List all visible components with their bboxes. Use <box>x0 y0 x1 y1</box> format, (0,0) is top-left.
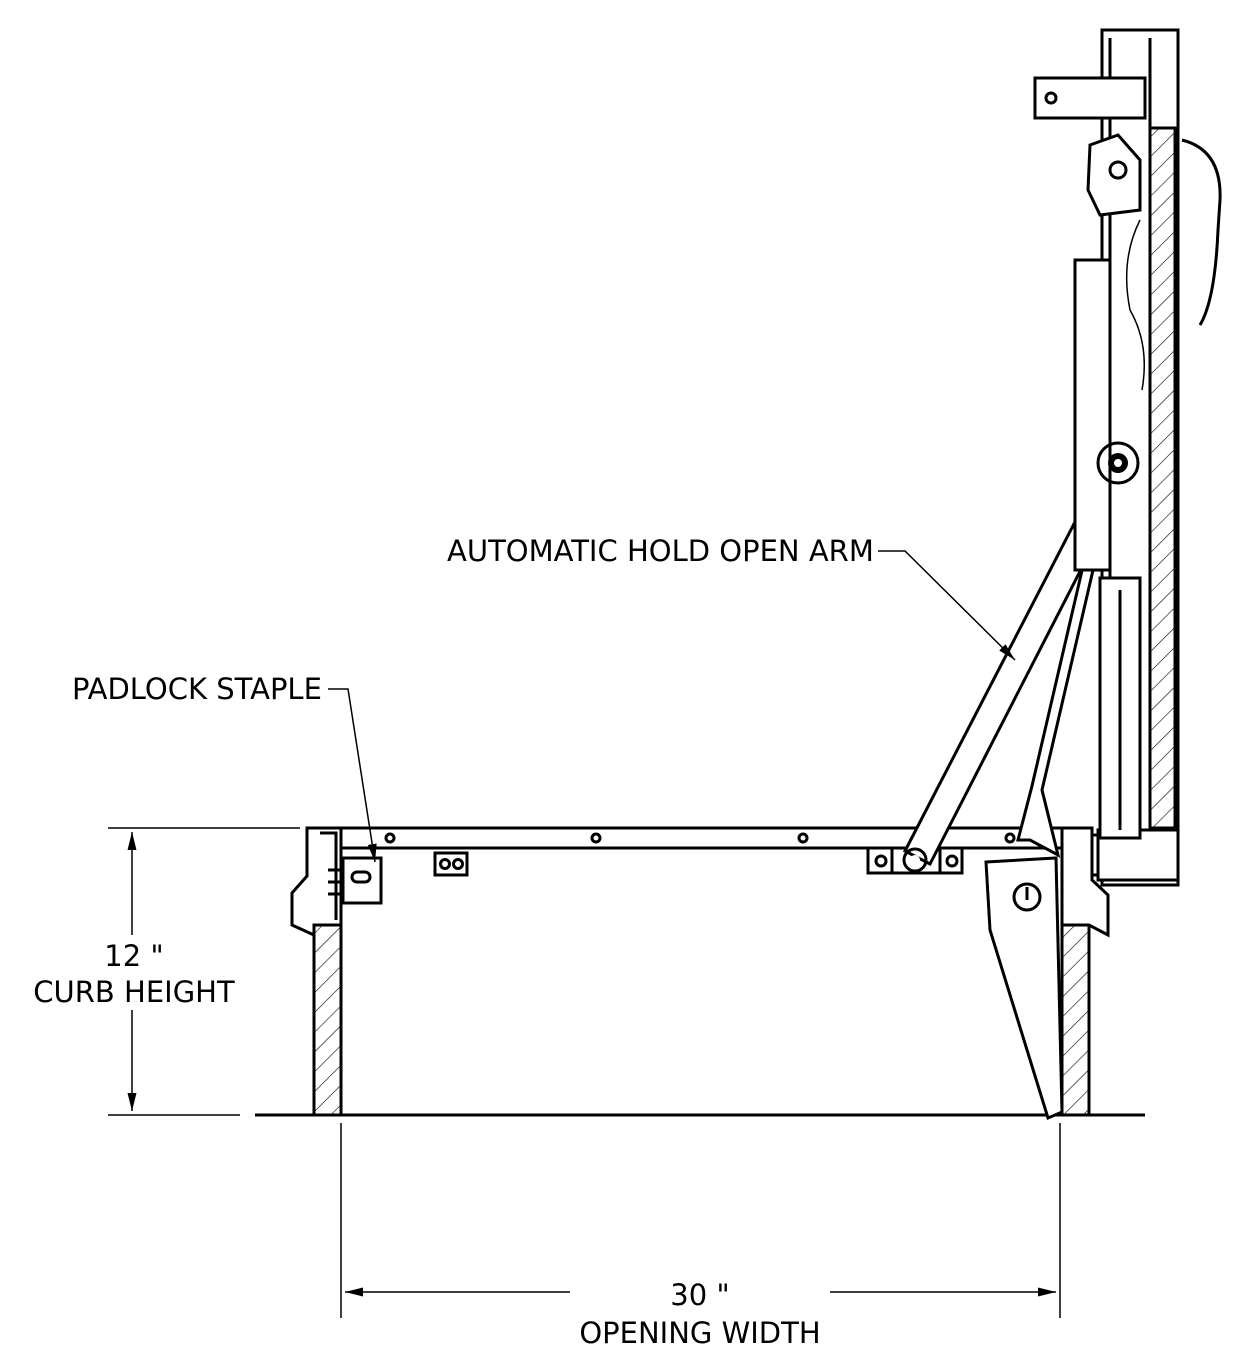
padlock-staple-callout: PADLOCK STAPLE <box>72 672 322 706</box>
cover-frame <box>339 826 1064 850</box>
curb-height-value: 12 " <box>104 939 163 973</box>
curb-height-label: CURB HEIGHT <box>33 975 235 1009</box>
padlock-staple-leader <box>328 688 377 863</box>
opening-width-label: OPENING WIDTH <box>579 1316 820 1350</box>
curb-height-dimension <box>108 827 300 1116</box>
padlock-staple <box>328 856 383 905</box>
right-curb <box>1060 826 1110 1117</box>
hold-open-arm-leader <box>878 550 1016 661</box>
bracket-left <box>433 851 469 877</box>
opening-width-dimension <box>340 1123 1061 1318</box>
open-lid <box>1033 28 1222 887</box>
opening-width-value: 30 " <box>670 1278 729 1312</box>
left-curb <box>290 826 343 1117</box>
hold-open-arm-callout: AUTOMATIC HOLD OPEN ARM <box>447 534 874 568</box>
